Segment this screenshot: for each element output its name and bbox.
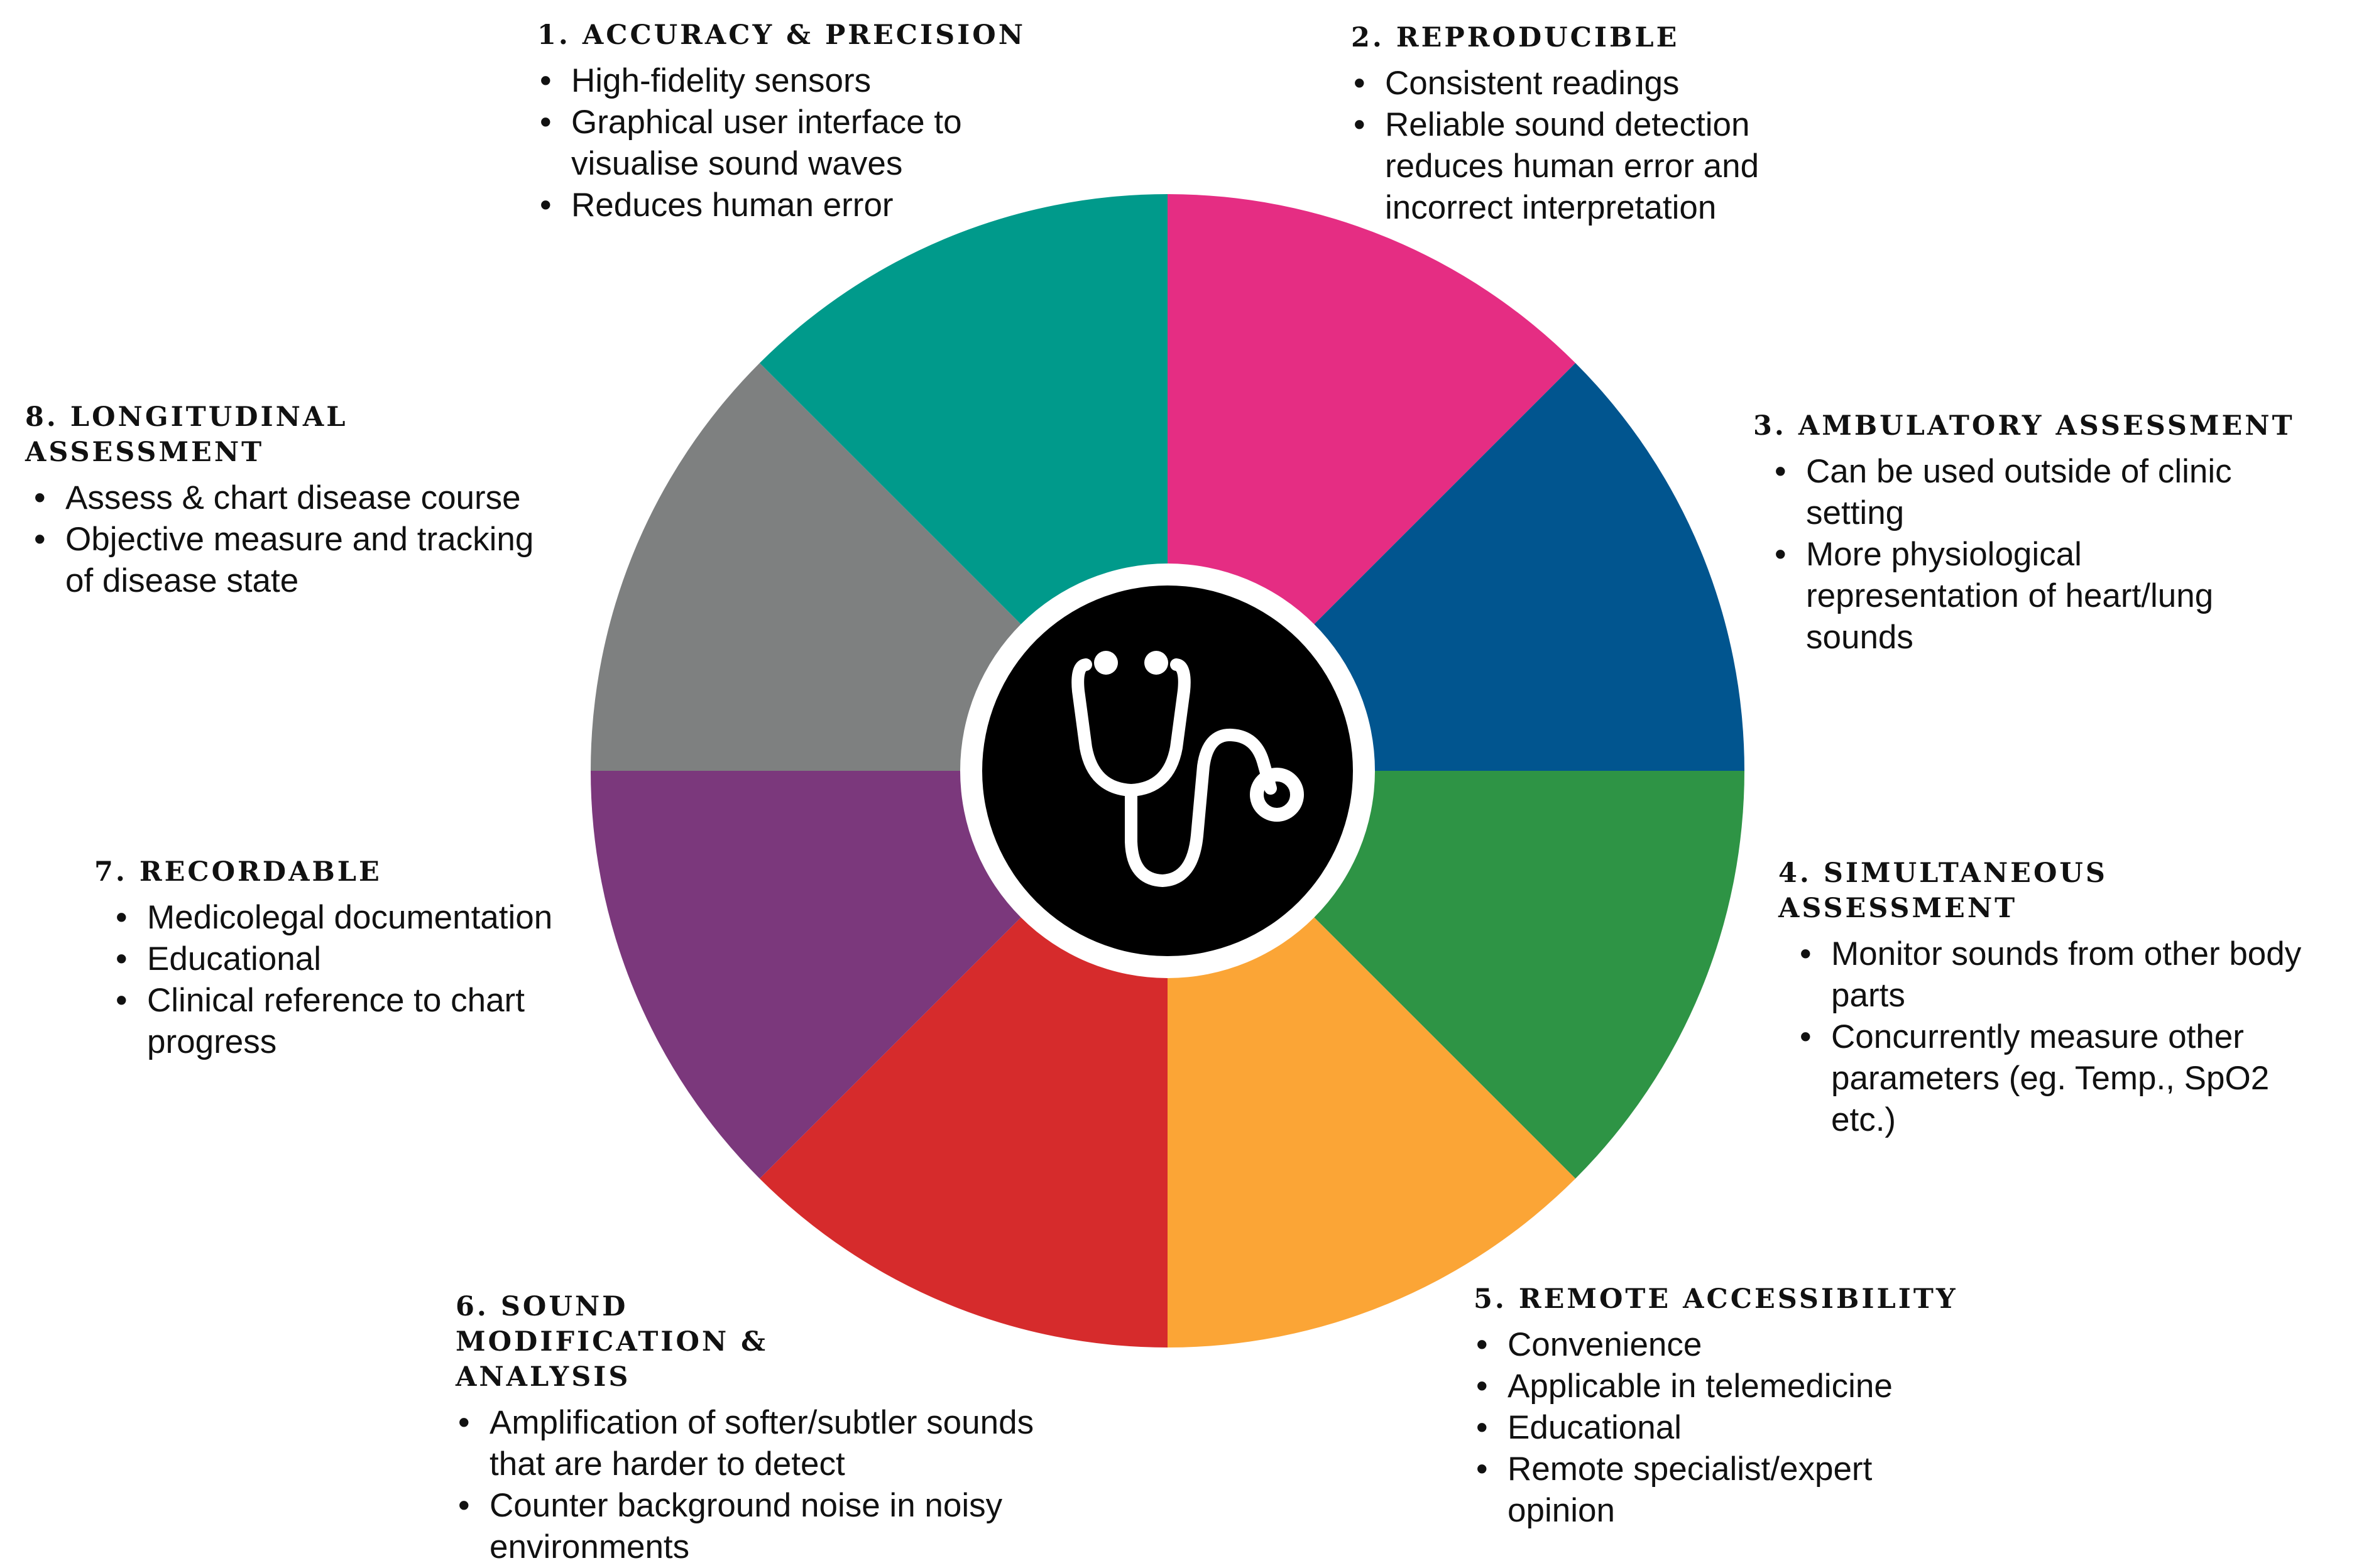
section-title: 5. Remote Accessibility — [1474, 1283, 1958, 1315]
list-item: Concurrently measure other parameters (e… — [1797, 1016, 2312, 1141]
section-title: 1. Accuracy & Precision — [537, 19, 1026, 51]
list-item: Objective measure and tracking of diseas… — [31, 519, 547, 602]
section-title: 6. Sound Modification & Analysis — [456, 1291, 769, 1393]
list-item: Reliable sound detection reduces human e… — [1351, 104, 1841, 229]
bullet-list: Medicolegal documentation Educational Cl… — [94, 897, 591, 1063]
list-item: Amplification of softer/subtler sounds t… — [456, 1402, 1059, 1485]
bullet-list: Assess & chart disease course Objective … — [25, 477, 547, 602]
bullet-list: High-fidelity sensors Graphical user int… — [537, 60, 1071, 226]
section-title: 2. Reproducible — [1351, 22, 1680, 53]
bullet-list: Consistent readings Reliable sound detec… — [1351, 63, 1841, 229]
list-item: More physiological representation of hea… — [1772, 534, 2262, 658]
list-item: Educational — [1474, 1407, 1939, 1449]
section-longitudinal: 8. Longitudinal Assessment Assess & char… — [25, 400, 591, 602]
list-item: Medicolegal documentation — [113, 897, 591, 939]
stethoscope-icon — [1071, 651, 1304, 887]
section-ambulatory: 3. Ambulatory Assessment Can be used out… — [1753, 408, 2319, 658]
section-recordable: 7. Recordable Medicolegal documentation … — [94, 854, 597, 1063]
list-item: Remote specialist/expert opinion — [1474, 1449, 1939, 1532]
list-item: Applicable in telemedicine — [1474, 1366, 1939, 1407]
bullet-list: Convenience Applicable in telemedicine E… — [1474, 1324, 1939, 1532]
section-title: 4. Simultaneous Assessment — [1778, 858, 2108, 924]
list-item: Assess & chart disease course — [31, 477, 547, 519]
section-sound: 6. Sound Modification & Analysis Amplifi… — [456, 1289, 1059, 1568]
bullet-list: Monitor sounds from other body parts Con… — [1778, 934, 2312, 1141]
section-title: 7. Recordable — [94, 856, 382, 888]
list-item: Monitor sounds from other body parts — [1797, 934, 2312, 1016]
list-item: Clinical reference to chart progress — [113, 980, 591, 1063]
list-item: Educational — [113, 939, 591, 980]
list-item: High-fidelity sensors — [537, 60, 1071, 102]
section-title: 8. Longitudinal Assessment — [25, 401, 348, 468]
list-item: Convenience — [1474, 1324, 1939, 1366]
list-item: Reduces human error — [537, 185, 1071, 226]
section-remote: 5. Remote Accessibility Convenience Appl… — [1474, 1282, 2014, 1532]
section-simultaneous: 4. Simultaneous Assessment Monitor sound… — [1778, 856, 2344, 1141]
list-item: Graphical user interface to visualise so… — [537, 102, 1071, 185]
list-item: Consistent readings — [1351, 63, 1841, 104]
bullet-list: Can be used outside of clinic setting Mo… — [1753, 451, 2262, 658]
section-title: 3. Ambulatory Assessment — [1753, 410, 2295, 442]
list-item: Can be used outside of clinic setting — [1772, 451, 2262, 534]
bullet-list: Amplification of softer/subtler sounds t… — [456, 1402, 1059, 1568]
section-reproducible: 2. Reproducible Consistent readings Reli… — [1351, 20, 1841, 229]
section-accuracy: 1. Accuracy & Precision High-fidelity se… — [537, 18, 1071, 226]
list-item: Counter background noise in noisy enviro… — [456, 1485, 1059, 1568]
